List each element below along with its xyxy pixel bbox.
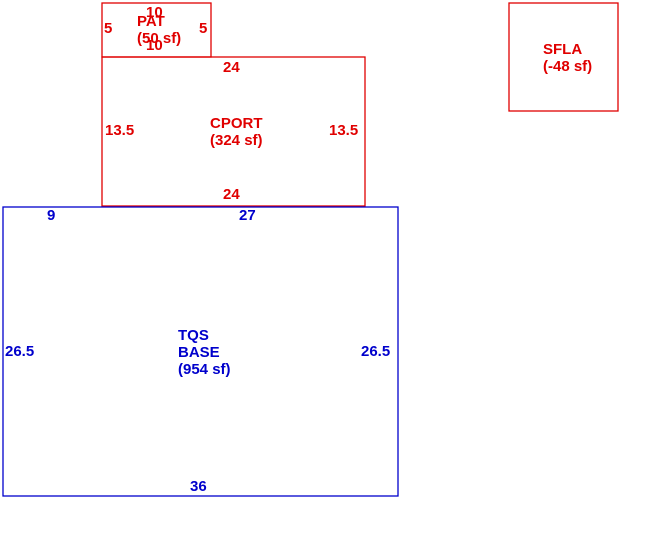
cport-bottom-dimension: 24 (223, 186, 240, 203)
base-left-dimension: 26.5 (5, 343, 35, 360)
pat-bottom-dimension: 10 (146, 37, 163, 54)
pat-top-dimension: 10 (146, 4, 163, 21)
sfla-area: (-48 sf) (543, 58, 593, 75)
cport-top-dimension: 24 (223, 59, 240, 76)
pat-label: PAT (50 sf) (137, 13, 181, 47)
cport-name: CPORT (210, 115, 263, 132)
cport-label: CPORT (324 sf) (210, 115, 263, 149)
sfla-label: SFLA (-48 sf) (543, 41, 592, 75)
cport-left-dimension: 13.5 (105, 122, 135, 139)
base-right-dimension: 26.5 (361, 343, 391, 360)
cport-right-dimension: 13.5 (329, 122, 359, 139)
base-area: (954 sf) (178, 361, 231, 378)
pat-name: PAT (137, 13, 165, 30)
base-name-line1: TQS (178, 327, 209, 344)
base-name-line2: BASE (178, 344, 220, 361)
cport-outline (101, 56, 366, 207)
base-top-left-dimension: 9 (47, 207, 56, 224)
base-outline (2, 206, 399, 497)
pat-right-dimension: 5 (199, 20, 208, 37)
sfla-outline (508, 2, 619, 112)
base-bottom-dimension: 36 (190, 478, 207, 495)
sfla-name: SFLA (543, 41, 583, 58)
base-label: TQS BASE (954 sf) (178, 327, 231, 378)
pat-left-dimension: 5 (104, 20, 113, 37)
base-top-dimension: 27 (239, 207, 256, 224)
cport-area: (324 sf) (210, 132, 263, 149)
pat-area: (50 sf) (137, 30, 182, 47)
